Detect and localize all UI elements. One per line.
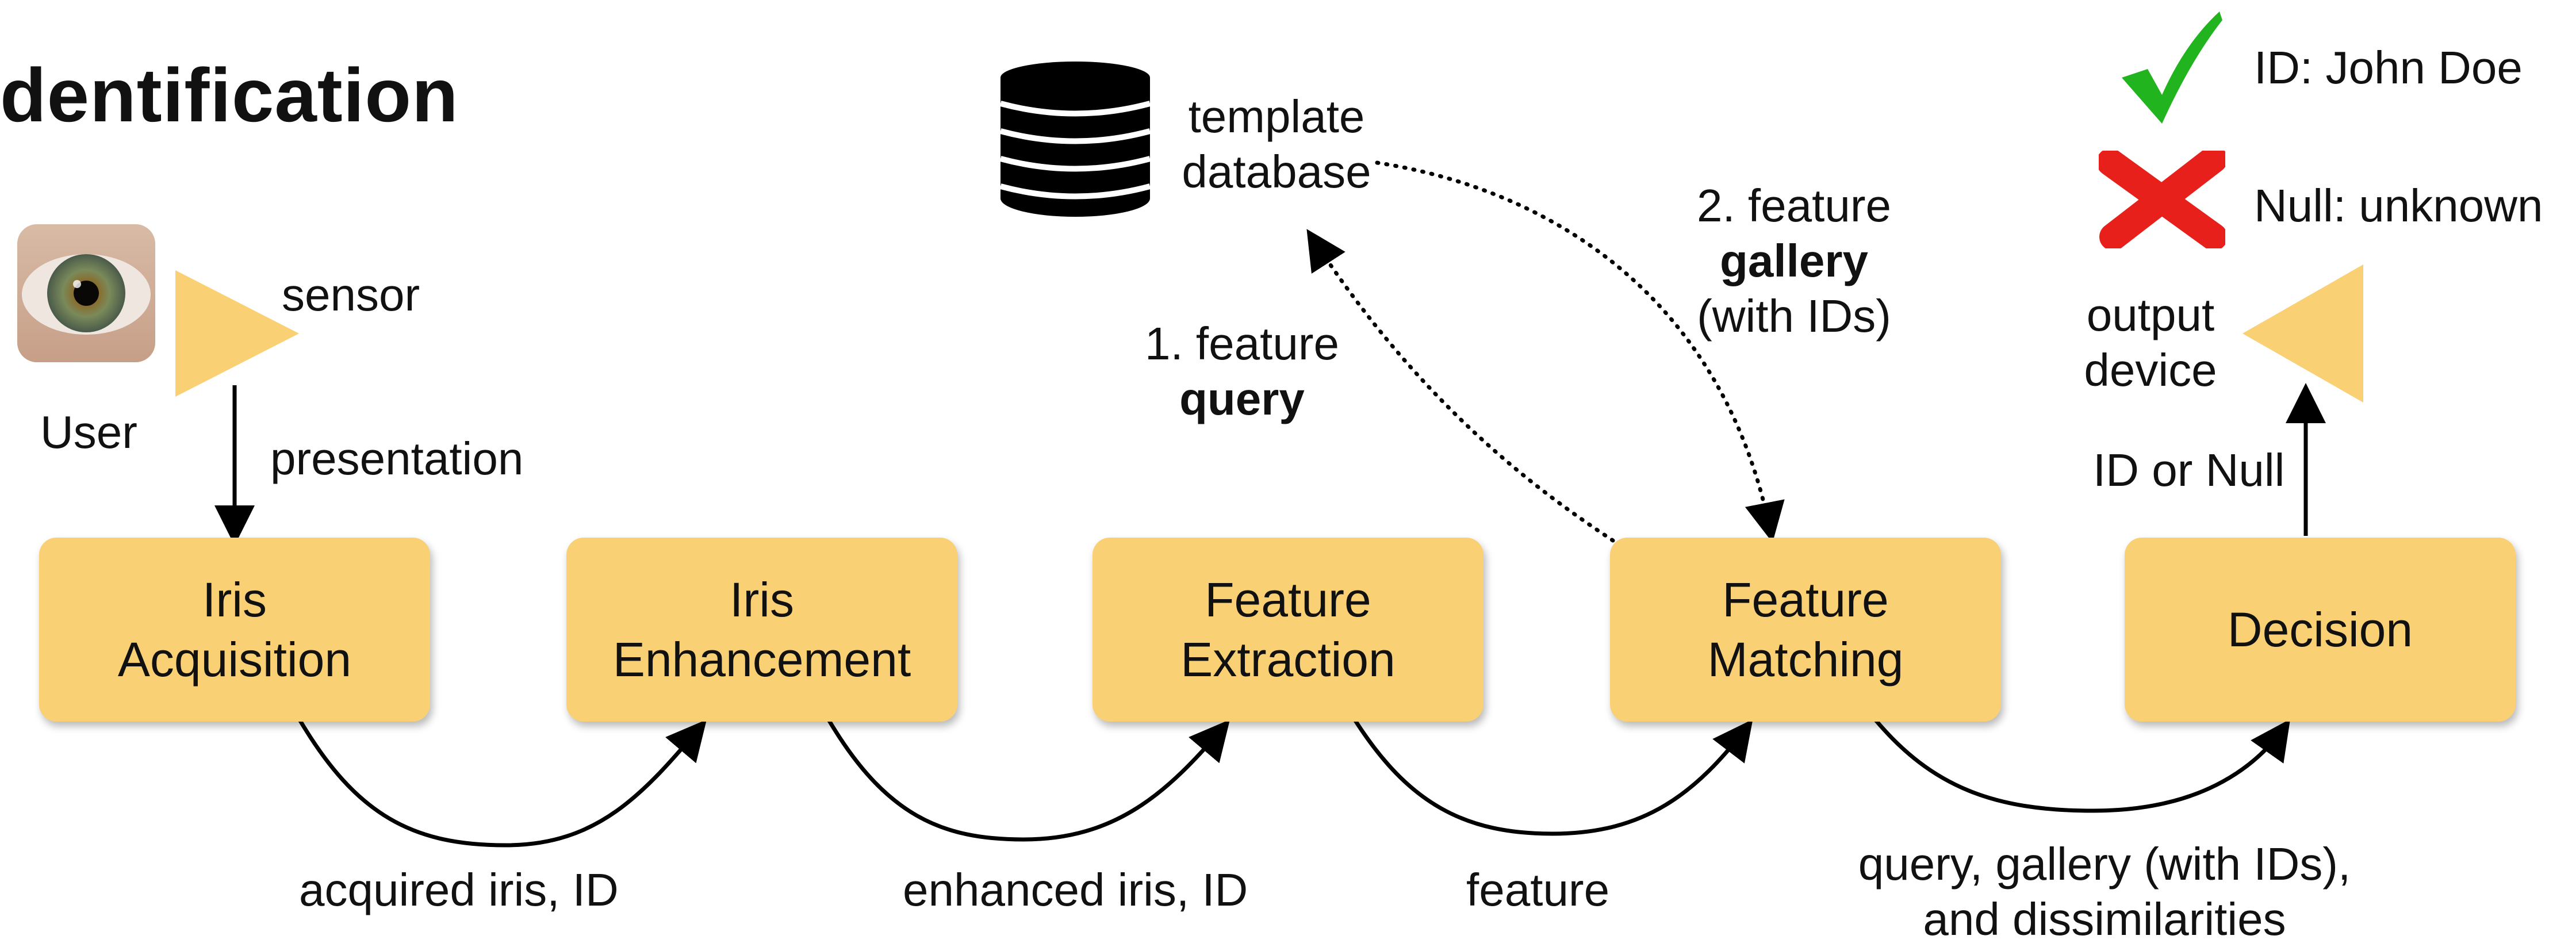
stage-line1: Iris: [730, 573, 794, 627]
flow-label-feature: feature: [1466, 864, 1610, 915]
output-device-line1: output: [2086, 289, 2215, 340]
stage-iris-acquisition: Iris Acquisition: [39, 538, 430, 722]
user-eye-image: [17, 224, 155, 362]
stage-line1: Iris: [202, 573, 267, 627]
stage-line1: Feature: [1205, 573, 1371, 627]
stage-feature-matching: Feature Matching: [1610, 538, 2001, 722]
stage-iris-enhancement: Iris Enhancement: [566, 538, 957, 722]
output-device-line2: device: [2084, 344, 2217, 396]
stage-line2: Acquisition: [117, 632, 352, 687]
flow-arrow-2: [826, 718, 1230, 842]
cross-icon: [2099, 151, 2225, 248]
gallery-label: 2. feature gallery (with IDs): [1679, 178, 1909, 344]
stage-line1: Decision: [2227, 603, 2413, 657]
database-label-line2: database: [1182, 146, 1371, 197]
stage-line1: Feature: [1722, 573, 1889, 627]
user-label: User: [40, 407, 137, 458]
database-label: template database: [1167, 89, 1386, 200]
stage-feature-extraction: Feature Extraction: [1092, 538, 1483, 722]
query-dotted-arrow: [1306, 229, 1615, 543]
gallery-label-line2: gallery: [1720, 235, 1868, 286]
database-label-line1: template: [1188, 91, 1365, 142]
stage-decision: Decision: [2125, 538, 2516, 722]
flow-label-dissimilarities: query, gallery (with IDs), and dissimila…: [1828, 837, 2380, 947]
sensor-triangle: [175, 270, 299, 397]
sensor-label: sensor: [282, 269, 420, 320]
output-device-label: output device: [2064, 287, 2237, 398]
query-label-line2: query: [1179, 373, 1305, 424]
page-title: dentification: [0, 53, 459, 137]
query-label: 1. feature query: [1127, 316, 1357, 427]
flow-label-enhanced: enhanced iris, ID: [903, 864, 1248, 915]
flow-arrow-4: [1873, 717, 2291, 813]
flow-arrow-1: [297, 718, 707, 848]
flow-label-dissimilarities-line1: query, gallery (with IDs),: [1858, 838, 2351, 890]
presentation-label: presentation: [270, 433, 524, 484]
gallery-label-line3: (with IDs): [1697, 290, 1891, 342]
query-label-line1: 1. feature: [1144, 318, 1339, 369]
flow-label-acquired: acquired iris, ID: [299, 864, 619, 915]
stage-line2: Matching: [1707, 632, 1904, 687]
stage-line2: Extraction: [1180, 632, 1396, 687]
legend-reject-label: Null: unknown: [2254, 180, 2543, 231]
flow-arrow-3: [1352, 718, 1753, 836]
id-or-null-label: ID or Null: [2093, 444, 2285, 496]
legend-accept-label: ID: John Doe: [2254, 42, 2523, 93]
check-icon: [2122, 11, 2222, 124]
gallery-dotted-arrow: [1375, 160, 1785, 543]
output-device-triangle: [2242, 264, 2363, 402]
stage-line2: Enhancement: [612, 632, 911, 687]
database-icon: [999, 62, 1151, 217]
flow-label-dissimilarities-line2: and dissimilarities: [1923, 894, 2286, 945]
gallery-label-line1: 2. feature: [1696, 180, 1891, 231]
